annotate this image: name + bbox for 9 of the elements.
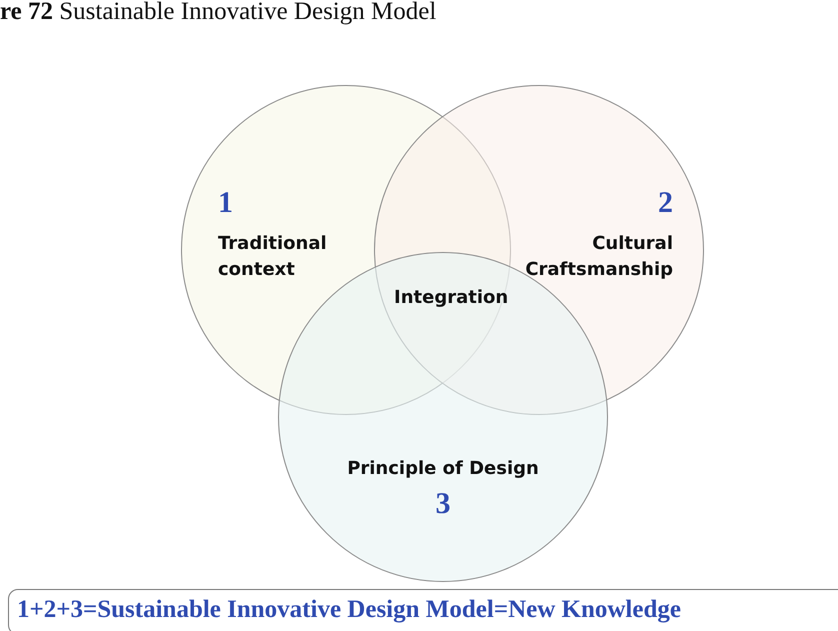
circle-number: 2 <box>658 188 673 218</box>
circle-number: 1 <box>218 188 233 218</box>
circle-label: Principle of Design <box>346 457 540 481</box>
circle-label: Cultural Craftsmanship <box>524 232 673 282</box>
result-banner: 1+2+3=Sustainable Innovative Design Model=New Knowledge <box>8 589 838 631</box>
overlap-label: Integration <box>394 286 508 310</box>
figure-title: re 72 Sustainable Innovative Design Model <box>0 0 436 26</box>
circle-label: Traditional context <box>218 232 328 282</box>
circle-number: 3 <box>434 489 452 519</box>
